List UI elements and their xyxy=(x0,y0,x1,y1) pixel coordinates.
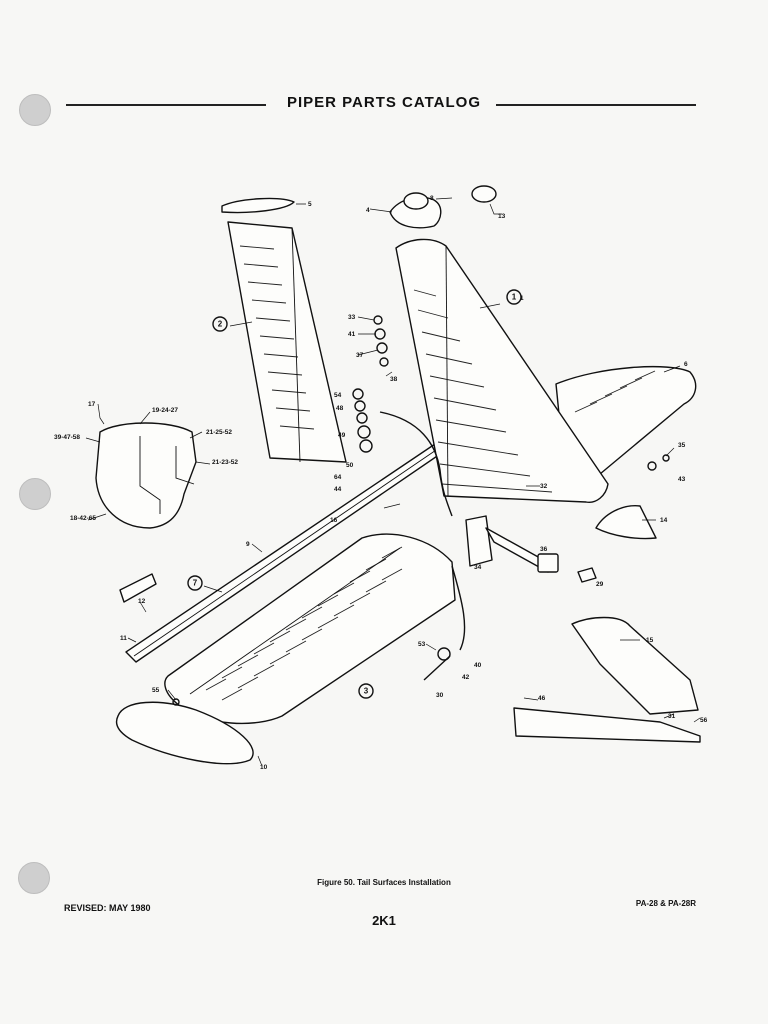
tail-fairing xyxy=(571,616,699,715)
part-label: 40 xyxy=(474,662,482,669)
aircraft-models: PA-28 & PA-28R xyxy=(635,899,696,908)
trim-tab xyxy=(513,707,701,743)
part-label: 5 xyxy=(308,201,312,208)
part-label: 43 xyxy=(678,476,686,483)
callout-circle-7 xyxy=(187,575,203,591)
part-label: 31 xyxy=(668,713,676,720)
part-label: 21-23-52 xyxy=(212,459,238,466)
part-label: 34 xyxy=(474,564,482,571)
part-label: 11 xyxy=(120,635,127,642)
part-label: 17 xyxy=(88,401,96,408)
hardware-stacks xyxy=(172,315,670,706)
revision-date: REVISED: MAY 1980 xyxy=(64,903,151,913)
part-label: 19-24-27 xyxy=(152,407,178,414)
part-label: 12 xyxy=(138,598,146,605)
header-rule-right xyxy=(496,104,696,106)
callout-circle-1 xyxy=(506,289,522,305)
part-label: 9 xyxy=(246,541,250,548)
callout-1: 1 xyxy=(512,293,517,302)
part-label: 53 xyxy=(418,641,426,648)
control-cable-lower xyxy=(451,565,466,651)
callout-circle-2 xyxy=(212,316,228,332)
part-label: 14 xyxy=(660,517,668,524)
part-label: 35 xyxy=(678,442,686,449)
punch-hole-middle xyxy=(19,478,51,510)
part-label: 37 xyxy=(356,352,364,359)
part-label: 18-42-65 xyxy=(70,515,96,522)
part-label: 44 xyxy=(334,486,342,493)
leader-lines xyxy=(85,197,701,767)
part-label: 56 xyxy=(700,717,708,724)
circled-callouts: 1 2 3 7 xyxy=(187,289,522,699)
rudder xyxy=(227,221,347,463)
part-label: 30 xyxy=(436,692,444,699)
part-label: 49 xyxy=(338,432,346,439)
part-label: 21-25-52 xyxy=(206,429,232,436)
part-label: 4 xyxy=(366,207,370,214)
punch-hole-top xyxy=(19,94,51,126)
part-label: 32 xyxy=(540,483,548,490)
part-label: 38 xyxy=(390,376,398,383)
page-title-text: PIPER PARTS CATALOG xyxy=(280,94,487,111)
fin-fillet xyxy=(595,505,657,540)
callout-7: 7 xyxy=(193,579,198,588)
rudder-tip xyxy=(221,197,295,214)
part-label: 55 xyxy=(152,687,160,694)
part-label: 16 xyxy=(330,517,338,524)
part-label: 64 xyxy=(334,474,342,481)
part-label: 36 xyxy=(540,546,548,553)
control-cable-upper xyxy=(379,411,453,517)
punch-hole-bottom xyxy=(18,862,50,894)
part-label: 29 xyxy=(596,581,604,588)
balance-weight xyxy=(119,573,157,603)
figure-caption: Figure 50. Tail Surfaces Installation xyxy=(317,878,451,887)
part-label: 48 xyxy=(336,405,344,412)
stabilator-ribs xyxy=(205,546,403,701)
callout-3: 3 xyxy=(364,687,369,696)
part-label: 33 xyxy=(348,314,356,321)
part-label: 13 xyxy=(498,213,506,220)
header-rule-left xyxy=(66,104,266,106)
stabilator-tip xyxy=(115,701,254,765)
part-label: 54 xyxy=(334,392,342,399)
part-label: 8 xyxy=(430,195,434,202)
fin-tip-fairing xyxy=(389,185,497,229)
vertical-fin xyxy=(395,238,609,503)
callout-circle-3 xyxy=(358,683,374,699)
part-label: 50 xyxy=(346,462,354,469)
part-label: 15 xyxy=(646,637,654,644)
part-labels: 5 4 8 13 1 6 33 41 37 38 54 48 49 50 64 … xyxy=(54,195,708,771)
bracket-assembly xyxy=(465,515,597,583)
part-label: 39-47-58 xyxy=(54,434,80,441)
part-label: 10 xyxy=(260,764,268,771)
page-title: PIPER PARTS CATALOG xyxy=(0,94,768,111)
tail-cone xyxy=(95,422,197,529)
part-label: 1 xyxy=(520,295,524,302)
page-code: 2K1 xyxy=(372,913,396,928)
stabilator-panel xyxy=(164,533,456,725)
part-label: 6 xyxy=(684,361,688,368)
part-label: 46 xyxy=(538,695,546,702)
part-label: 41 xyxy=(348,331,356,338)
part-label: 42 xyxy=(462,674,470,681)
callout-2: 2 xyxy=(218,320,223,329)
stabilator-right-half xyxy=(555,365,697,475)
